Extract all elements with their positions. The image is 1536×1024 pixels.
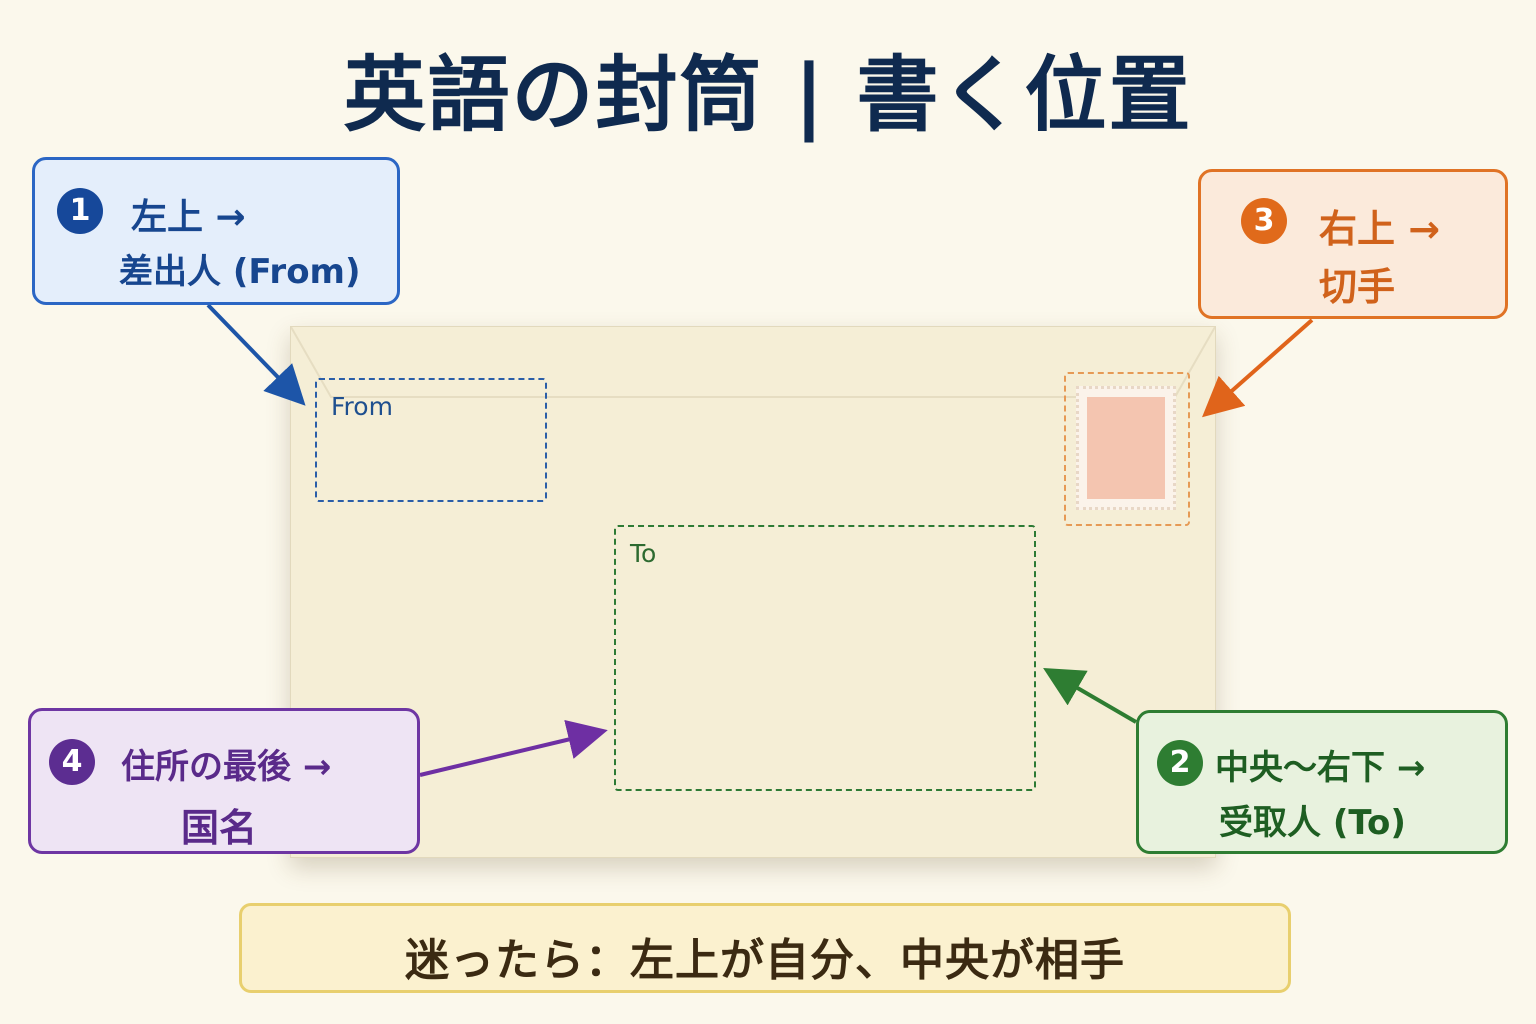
callout-recipient: 2 中央〜右下 → 受取人 (To)	[1136, 710, 1508, 854]
to-label: To	[630, 539, 657, 568]
callout-country-line2: 国名	[181, 806, 258, 850]
callout-country: 4 住所の最後 → 国名	[28, 708, 420, 854]
callout-sender: 1 左上 → 差出人 (From)	[32, 157, 400, 305]
callout-recipient-line1: 中央〜右下 →	[1215, 748, 1426, 788]
callout-stamp-line2: 切手	[1319, 265, 1396, 309]
arrow-from	[206, 303, 306, 406]
from-label: From	[331, 392, 393, 421]
to-address-area: To	[614, 525, 1036, 791]
stamp-area	[1064, 372, 1190, 526]
stamp-face	[1087, 397, 1165, 499]
callout-recipient-line2: 受取人 (To)	[1219, 803, 1406, 843]
number-badge-4: 4	[49, 739, 95, 785]
number-badge-2: 2	[1157, 740, 1203, 786]
tip-banner: 迷ったら：左上が自分、中央が相手	[239, 903, 1291, 993]
callout-stamp-line1: 右上 →	[1319, 207, 1441, 251]
arrow-stamp	[1202, 318, 1314, 418]
number-badge-3: 3	[1241, 198, 1287, 244]
envelope-flap	[291, 327, 1215, 398]
callout-sender-line1: 左上 →	[131, 197, 246, 238]
tip-text: 迷ったら：左上が自分、中央が相手	[405, 935, 1125, 986]
number-badge-1: 1	[57, 188, 103, 234]
stamp-icon	[1076, 386, 1176, 510]
page-title: 英語の封筒 | 書く位置	[343, 48, 1193, 143]
callout-sender-line2: 差出人 (From)	[119, 252, 361, 292]
callout-country-line1: 住所の最後 →	[121, 747, 332, 787]
callout-stamp: 3 右上 → 切手	[1198, 169, 1508, 319]
from-address-area: From	[315, 378, 547, 502]
